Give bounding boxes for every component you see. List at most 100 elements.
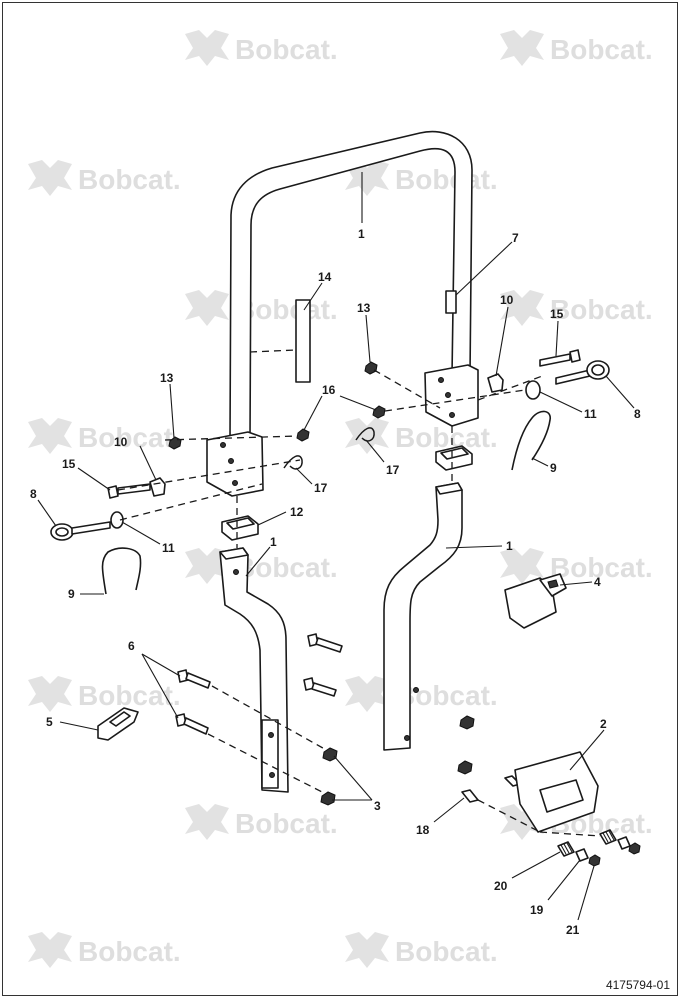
watermark: Bobcat. [345, 676, 498, 712]
callout-label: 13 [357, 301, 371, 315]
callout-label: 6 [128, 639, 135, 653]
pin-8-right-shaft [555, 369, 591, 385]
bobcat-logo-icon [185, 804, 229, 840]
callout-label: 8 [634, 407, 641, 421]
watermark-text: Bobcat. [235, 34, 338, 65]
post-hole [413, 687, 419, 693]
watermark-text: Bobcat. [550, 34, 653, 65]
watermark-text: Bobcat. [395, 680, 498, 711]
watermark-text: Bobcat. [78, 936, 181, 967]
leader-c10b [139, 445, 157, 481]
bobcat-logo-icon [28, 418, 72, 454]
spring-line [539, 831, 601, 837]
callout-label: 12 [290, 505, 304, 519]
lower-right-post-opening [435, 482, 463, 495]
bushing-10-left [149, 477, 166, 497]
watermark-text: Bobcat. [550, 294, 653, 325]
bobcat-logo-icon [28, 676, 72, 712]
bobcat-logo-icon [500, 290, 544, 326]
seat-belt-retractor-4 [504, 577, 557, 629]
plate-hole [438, 377, 444, 383]
callout-label: 11 [162, 541, 175, 555]
watermark-text: Bobcat. [395, 936, 498, 967]
nut-13-right [364, 361, 378, 375]
callout-label: 3 [374, 799, 381, 813]
leader-c8b [37, 499, 57, 527]
leader-c8a [605, 375, 635, 409]
post-hole [404, 735, 410, 741]
callout-label: 19 [530, 903, 544, 917]
leader-c19 [547, 859, 581, 901]
post-hole [268, 732, 274, 738]
callout-label: 5 [46, 715, 53, 729]
post-hole [269, 772, 275, 778]
watermark: Bobcat. [28, 418, 181, 454]
leader-c15b [77, 467, 111, 491]
lower-right-post [383, 482, 463, 751]
nut-mid-right [457, 760, 473, 775]
callout-label: 7 [512, 231, 519, 245]
spring-20-coils [560, 842, 573, 855]
watermark: Bobcat. [500, 30, 653, 66]
decal-14 [295, 299, 311, 383]
leader-c3a [333, 755, 373, 801]
watermark: Bobcat. [28, 676, 181, 712]
callout-label: 17 [386, 463, 400, 477]
washer-11-right [525, 380, 541, 400]
upper-pin-line-left [164, 435, 299, 441]
hairpin-17-left [283, 455, 303, 470]
bobcat-logo-icon [500, 548, 544, 584]
nut-upper-right [459, 715, 475, 730]
callout-label: 9 [68, 587, 75, 601]
rops-upper-hoop [206, 130, 479, 497]
leader-c16b [339, 395, 377, 411]
watermark-text: Bobcat. [550, 552, 653, 583]
leader-c14 [303, 282, 323, 311]
plate-hole [228, 458, 234, 464]
pin-8-left-shaft [71, 521, 111, 535]
retractor-4-slot [547, 579, 559, 589]
leader-c5 [59, 721, 99, 731]
leader-c1c [445, 545, 503, 549]
lynch-wire-9-left [101, 547, 142, 595]
callout-label: 21 [566, 923, 580, 937]
bolt-lower-a-shank [315, 637, 343, 653]
bolt-6-lower-line [207, 733, 331, 797]
isolation-pad-left-top [226, 517, 255, 530]
bobcat-logo-icon [185, 30, 229, 66]
bobcat-logo-icon [345, 932, 389, 968]
washer-11-left [110, 511, 124, 529]
spring-right [599, 829, 617, 845]
lower-pin-line-left [117, 459, 301, 491]
callout-label: 1 [270, 535, 277, 549]
decal-14-alignment-line [249, 349, 297, 353]
callout-label: 9 [550, 461, 557, 475]
callout-label: 16 [322, 383, 336, 397]
watermark-text: Bobcat. [235, 294, 338, 325]
leader-c9a [531, 457, 549, 467]
bobcat-logo-icon [28, 160, 72, 196]
spacer-19 [575, 848, 589, 862]
nut-3-upper [322, 747, 338, 762]
plate-hole [220, 442, 226, 448]
hoop-tube [229, 130, 473, 441]
bolt-15-left [107, 485, 119, 499]
callout-label: 8 [30, 487, 37, 501]
callout-label: 1 [506, 539, 513, 553]
watermark-text: Bobcat. [235, 552, 338, 583]
cover-plate-2-window [539, 779, 584, 813]
leader-c1b [245, 546, 271, 577]
watermark: Bobcat. [500, 290, 653, 326]
callout-label: 13 [160, 371, 174, 385]
watermark-text: Bobcat. [78, 680, 181, 711]
watermark-text: Bobcat. [78, 422, 181, 453]
callout-label: 18 [416, 823, 430, 837]
bushing-10-right [487, 373, 504, 393]
buckle-5-face [109, 711, 131, 727]
callout-label: 10 [114, 435, 128, 449]
bolt-6-upper-shank [185, 672, 211, 689]
spring-right-coils [602, 830, 615, 843]
lower-left-post-opening [219, 547, 249, 560]
leader-c6a [141, 653, 181, 677]
